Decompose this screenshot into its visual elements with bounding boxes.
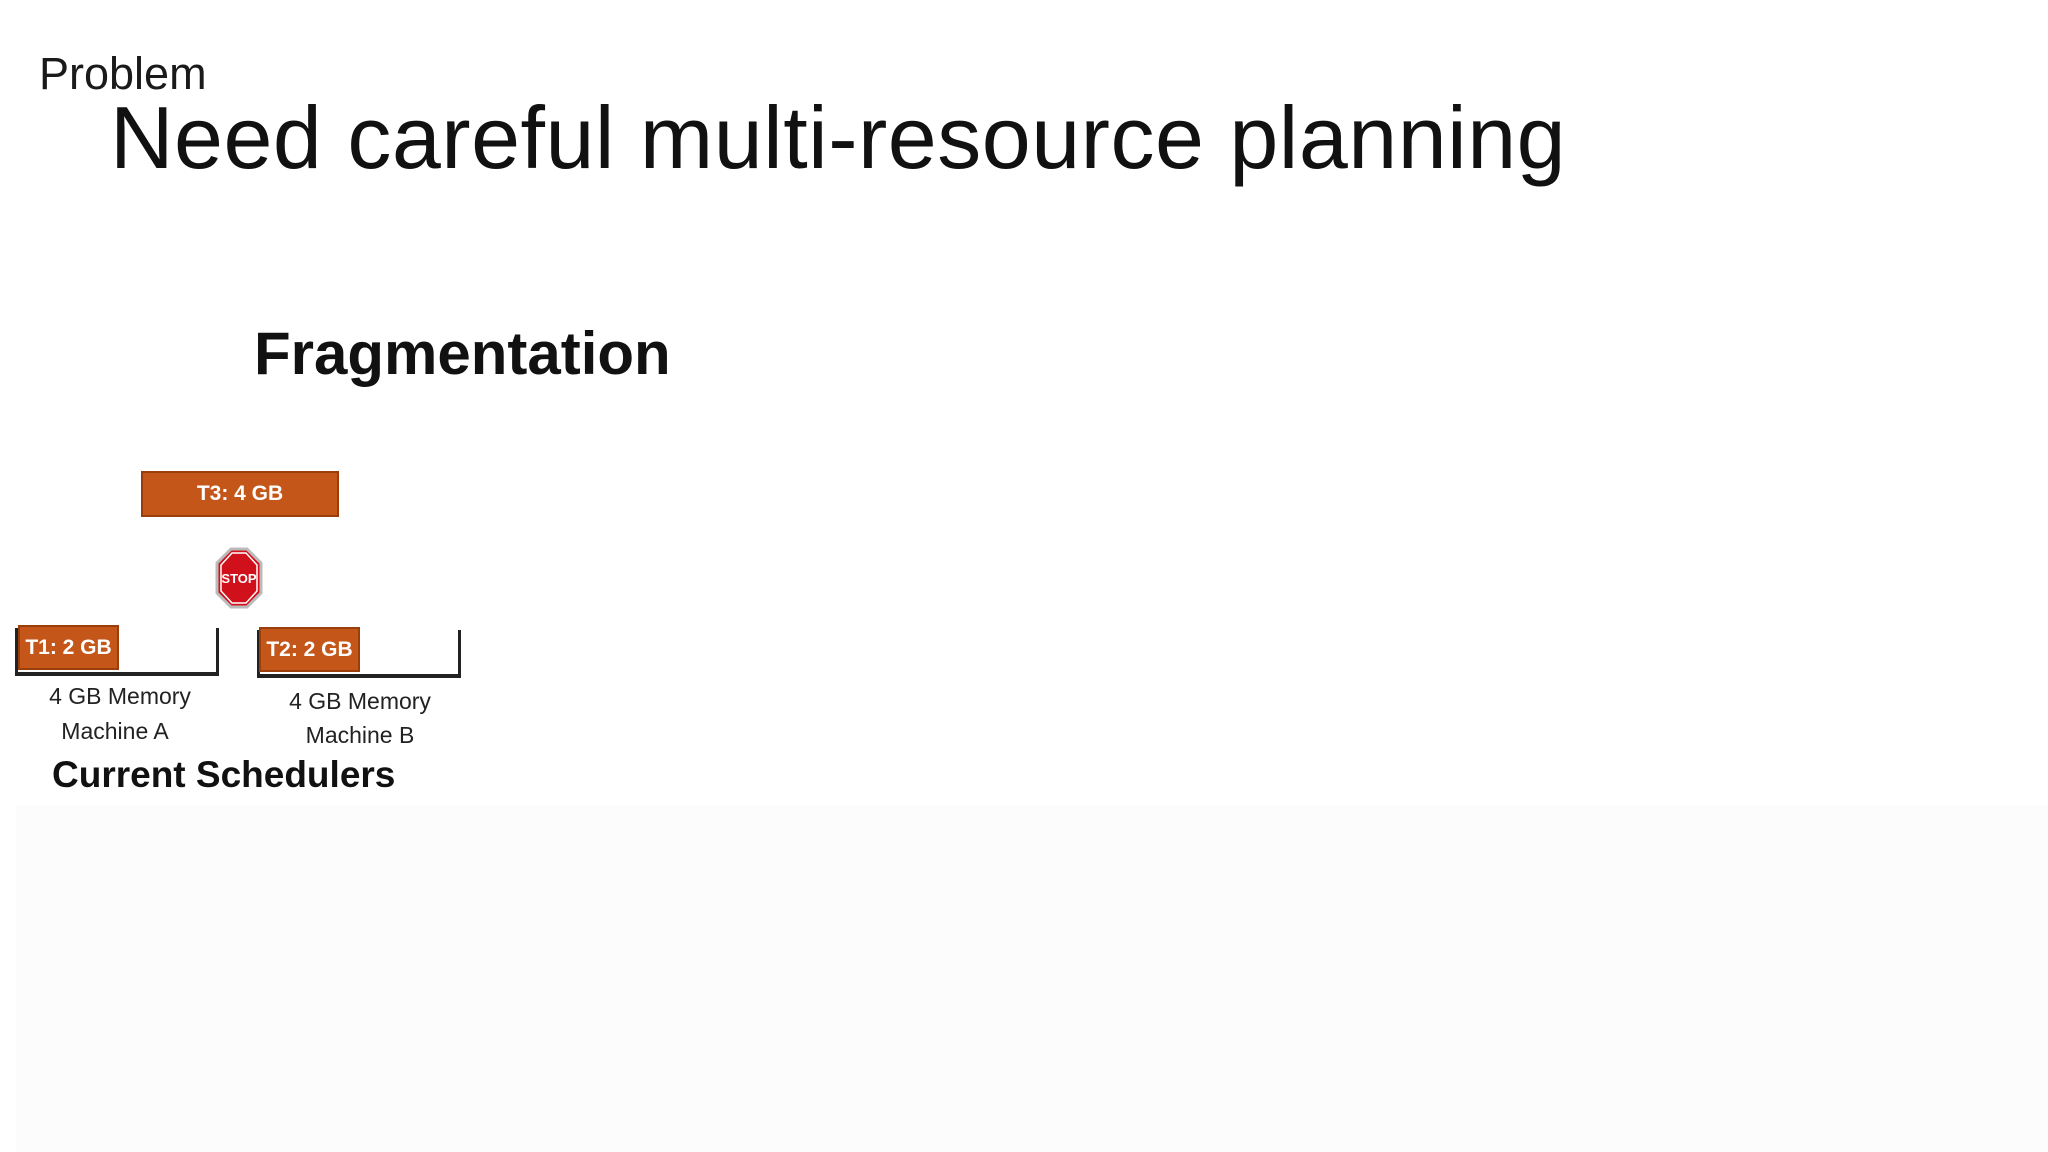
machine-a-name: Machine A [61,718,169,744]
task-t1: T1: 2 GB [18,625,119,670]
machine-b-memory-label: 4 GB Memory [289,688,431,714]
stop-sign-icon: STOP [215,547,263,609]
diagram-caption: Current Schedulers [52,754,396,795]
slide-title: Need careful multi-resource planning [110,88,1567,187]
task-t2: T2: 2 GB [259,627,360,672]
machine-a-tray [15,628,219,676]
machine-b-name: Machine B [305,722,415,748]
background-panel [16,805,2048,1152]
section-label: Problem [39,48,207,99]
pending-task-t3: T3: 4 GB [141,471,339,517]
machine-b-tray [257,630,461,678]
stop-sign-text: STOP [221,571,256,586]
machine-a-memory-label: 4 GB Memory [49,683,191,709]
diagram-heading: Fragmentation [254,320,671,387]
